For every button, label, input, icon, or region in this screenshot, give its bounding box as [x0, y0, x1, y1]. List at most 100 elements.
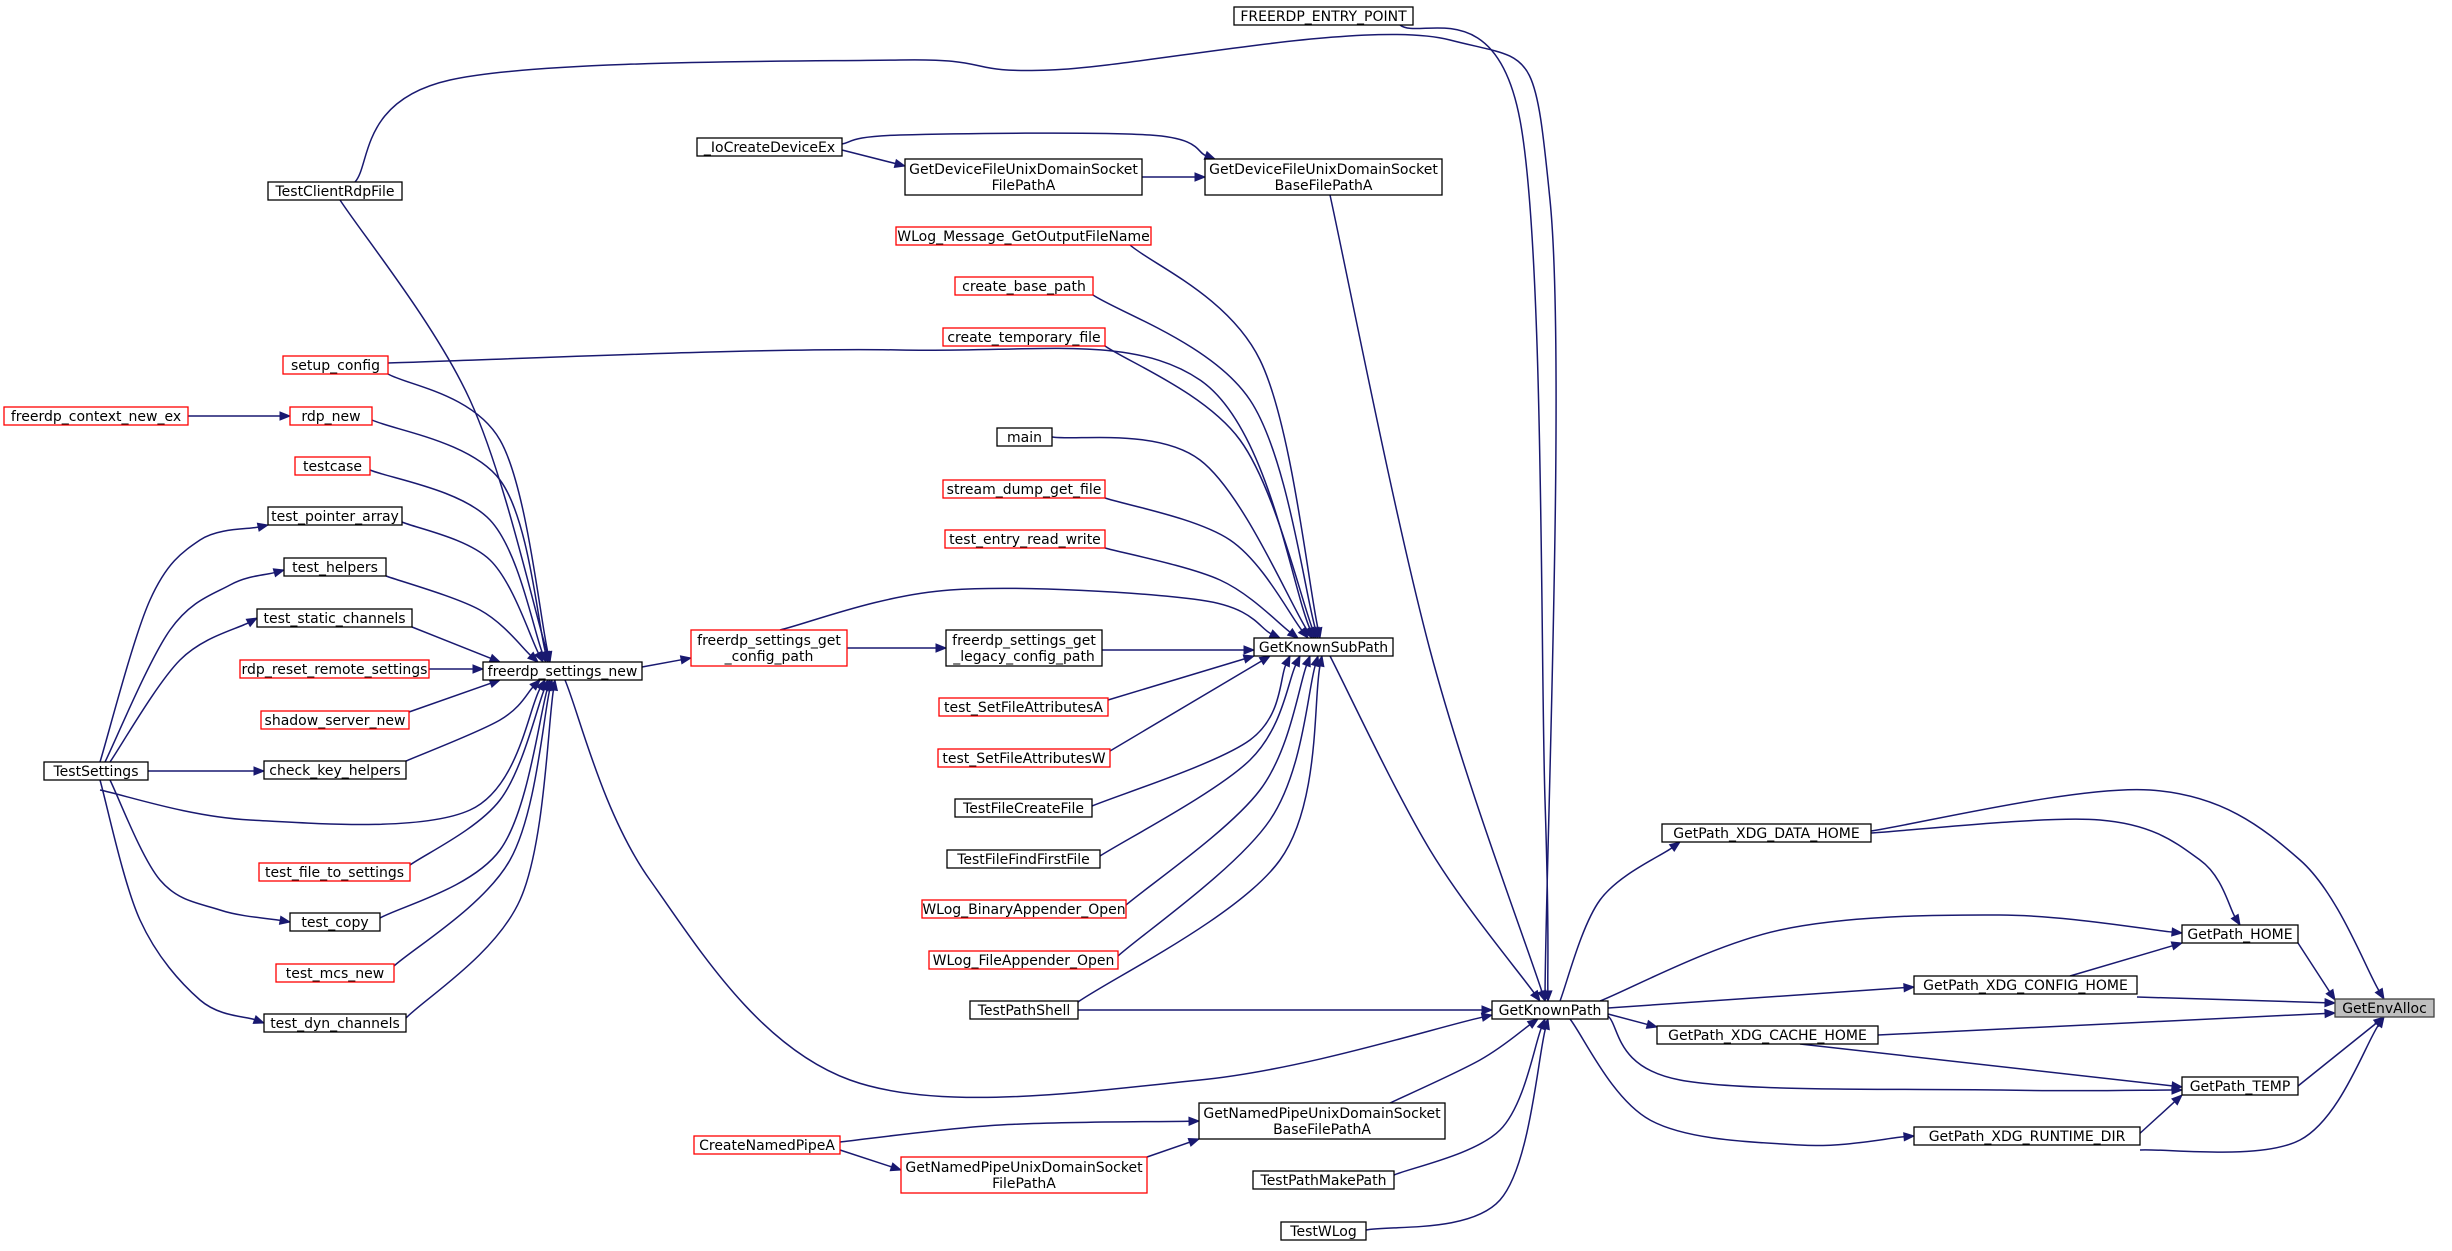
node-label: GetNamedPipeUnixDomainSocket	[1203, 1106, 1441, 1122]
call-edge-line	[2297, 1022, 2377, 1087]
graph-node-test-dyn-channels[interactable]: test_dyn_channels	[263, 1013, 407, 1033]
arrowhead-icon	[2324, 997, 2337, 1008]
call-edge-line	[1329, 655, 1535, 994]
graph-node-freerdp-settings-get-legacy-config-path[interactable]: freerdp_settings_get_legacy_config_path	[945, 629, 1103, 667]
call-edge	[1607, 1013, 1659, 1029]
graph-node-test-static-channels[interactable]: test_static_channels	[256, 608, 413, 628]
graph-node-create-temporary-file[interactable]: create_temporary_file	[942, 327, 1106, 347]
call-edge	[1125, 654, 1311, 906]
graph-node-freerdp-context-new-ex[interactable]: freerdp_context_new_ex	[3, 406, 189, 426]
graph-node-testsettings[interactable]: TestSettings	[43, 761, 149, 781]
arrowhead-icon	[533, 650, 544, 664]
call-edge	[1607, 982, 1916, 1009]
call-edge	[1146, 1137, 1201, 1158]
node-label: GetKnownSubPath	[1259, 640, 1388, 656]
call-edge-line	[839, 1120, 1190, 1143]
call-edge	[1870, 818, 2241, 927]
graph-node-getpath-temp[interactable]: GetPath_TEMP	[2181, 1076, 2299, 1096]
graph-node-test-pointer-array[interactable]: test_pointer_array	[267, 506, 403, 526]
call-edge-line	[779, 587, 1272, 635]
graph-node-wlog-binaryappender-open[interactable]: WLog_BinaryAppender_Open	[921, 899, 1127, 919]
call-edge	[1559, 841, 1682, 1002]
graph-node-wlog-fileappender-open[interactable]: WLog_FileAppender_Open	[928, 950, 1119, 970]
call-edge-line	[385, 575, 532, 656]
node-label: rdp_new	[301, 409, 360, 425]
node-box	[1280, 1221, 1367, 1241]
call-edge	[1799, 1043, 2184, 1091]
arrowhead-icon	[1540, 1017, 1550, 1031]
call-edge-line	[379, 689, 548, 919]
node-box	[2181, 924, 2299, 944]
graph-node-testpathshell[interactable]: TestPathShell	[969, 1000, 1079, 1020]
call-edge-line	[369, 469, 544, 653]
node-box	[258, 862, 411, 882]
graph-node-testfilecreatefile[interactable]: TestFileCreateFile	[954, 798, 1093, 818]
arrowhead-icon	[1291, 654, 1301, 668]
call-edge-line	[354, 33, 1557, 992]
node-box	[239, 659, 430, 679]
graph-node-freerdp-settings-new[interactable]: freerdp_settings_new	[482, 661, 643, 681]
graph-node-getknownpath[interactable]: GetKnownPath	[1491, 1000, 1609, 1020]
call-edge-line	[1146, 1141, 1190, 1158]
graph-node-test-entry-read-write[interactable]: test_entry_read_write	[944, 529, 1106, 549]
call-edge-line	[1607, 1015, 2173, 1092]
call-edge-line	[387, 347, 1311, 630]
call-edge	[839, 1149, 903, 1172]
graph-node-test-file-to-settings[interactable]: test_file_to_settings	[258, 862, 411, 882]
call-edge	[1142, 172, 1207, 182]
graph-node-wlog-message-getoutputfilename[interactable]: WLog_Message_GetOutputFileName	[895, 226, 1152, 246]
graph-node-getpath-xdg-cache-home[interactable]: GetPath_XDG_CACHE_HOME	[1656, 1025, 1879, 1045]
graph-node-test-mcs-new[interactable]: test_mcs_new	[275, 963, 395, 983]
graph-node-test-helpers[interactable]: test_helpers	[283, 557, 387, 577]
graph-node-setup-config[interactable]: setup_config	[282, 355, 389, 375]
call-edge	[99, 522, 270, 763]
graph-node-freerdp-entry-point[interactable]: FREERDP_ENTRY_POINT	[1233, 6, 1414, 26]
node-box	[275, 963, 395, 983]
call-edge-line	[405, 689, 555, 1019]
graph-node-stream-dump-get-file[interactable]: stream_dump_get_file	[942, 479, 1106, 499]
arrowhead-icon	[252, 1014, 266, 1024]
graph-node-testclientrdpfile[interactable]: TestClientRdpFile	[267, 181, 403, 201]
graph-node-getpath-xdg-config-home[interactable]: GetPath_XDG_CONFIG_HOME	[1913, 975, 2138, 995]
call-edge-line	[405, 686, 534, 762]
node-box	[904, 158, 1143, 196]
call-edge	[1107, 654, 1256, 701]
call-edge	[1599, 914, 2184, 1002]
graph-node-rdp-new[interactable]: rdp_new	[289, 406, 373, 426]
graph-node-createnamedpipea[interactable]: CreateNamedPipeA	[693, 1135, 841, 1155]
graph-node-testwlog[interactable]: TestWLog	[1280, 1221, 1367, 1241]
call-edge	[1102, 645, 1256, 655]
graph-node-getpath-home[interactable]: GetPath_HOME	[2181, 924, 2299, 944]
graph-node-check-key-helpers[interactable]: check_key_helpers	[263, 760, 407, 780]
graph-node-getpath-xdg-runtime-dir[interactable]: GetPath_XDG_RUNTIME_DIR	[1913, 1126, 2141, 1146]
graph-node-main[interactable]: main	[996, 427, 1053, 447]
graph-node-rdp-reset-remote-settings[interactable]: rdp_reset_remote_settings	[239, 659, 430, 679]
graph-node-getdevicefileunixdomainsocketbasefilepatha[interactable]: GetDeviceFileUnixDomainSocketBaseFilePat…	[1204, 158, 1443, 196]
graph-node-create-base-path[interactable]: create_base_path	[954, 276, 1094, 296]
call-edge-line	[371, 419, 547, 653]
arrowhead-icon	[1194, 172, 1207, 182]
node-label: CreateNamedPipeA	[699, 1138, 835, 1154]
graph-node--iocreatedeviceex[interactable]: _IoCreateDeviceEx	[696, 137, 843, 157]
call-graph-nodes: GetEnvAllocGetPath_HOMEGetPath_TEMPGetPa…	[3, 6, 2435, 1241]
graph-node-getnamedpipeunixdomainsocketbasefilepatha[interactable]: GetNamedPipeUnixDomainSocketBaseFilePath…	[1198, 1102, 1446, 1140]
graph-node-testfilefindfirstfile[interactable]: TestFileFindFirstFile	[946, 849, 1101, 869]
graph-node-getpath-xdg-data-home[interactable]: GetPath_XDG_DATA_HOME	[1661, 823, 1872, 843]
call-edge-line	[839, 1149, 892, 1168]
graph-node-test-setfileattributesw[interactable]: test_SetFileAttributesW	[937, 748, 1111, 768]
call-edge-line	[408, 682, 491, 713]
graph-node-shadow-server-new[interactable]: shadow_server_new	[260, 710, 410, 730]
node-label: GetNamedPipeUnixDomainSocket	[905, 1160, 1143, 1176]
graph-node-testpathmakepath[interactable]: TestPathMakePath	[1252, 1170, 1395, 1190]
graph-node-test-copy[interactable]: test_copy	[289, 912, 381, 932]
call-edge-line	[409, 689, 545, 866]
graph-node-testcase[interactable]: testcase	[294, 456, 371, 476]
graph-node-test-setfileattributesa[interactable]: test_SetFileAttributesA	[938, 697, 1109, 717]
call-edge-line	[1365, 1028, 1547, 1231]
graph-node-freerdp-settings-get-config-path[interactable]: freerdp_settings_get_config_path	[690, 629, 848, 667]
call-edge-line	[339, 199, 548, 653]
graph-node-getknownsubpath[interactable]: GetKnownSubPath	[1253, 637, 1394, 657]
